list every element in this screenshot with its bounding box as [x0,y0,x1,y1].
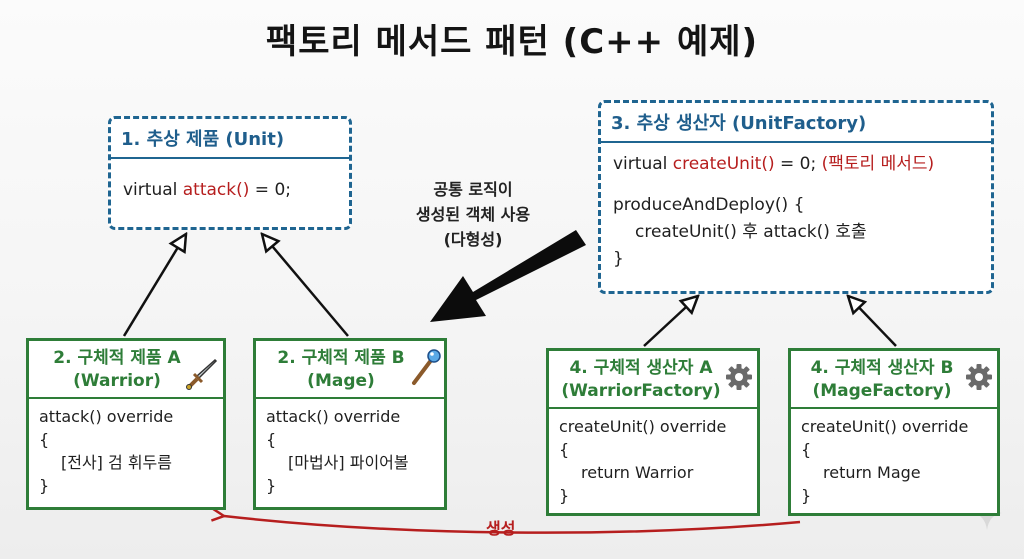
concrete-creator-a-header: 4. 구체적 생산자 A (WarriorFactory) [549,351,757,409]
header-line-1: 2. 구체적 제품 B [277,348,405,368]
header-line-1: 2. 구체적 제품 A [53,348,181,368]
inherit-arrow-mage [262,234,349,337]
method-content: [마법사] 파이어볼 [288,453,409,472]
note-line-3: (다형성) [443,230,503,249]
concrete-creator-a-box: 4. 구체적 생산자 A (WarriorFactory) createUnit… [546,348,760,516]
gear-icon [966,364,992,390]
concrete-product-b-box: 2. 구체적 제품 B (Mage) attack() override { [… [253,338,447,510]
factory-method-line: virtual createUnit() = 0; (팩토리 메서드) [613,151,979,178]
create-label: 생성 [486,519,516,538]
open-brace: { [559,440,570,459]
produce-deploy-body: createUnit() 후 attack() 호출 [635,222,867,242]
open-brace: { [266,430,277,449]
pure-virtual-suffix: = 0; [249,180,291,200]
abstract-creator-box: 3. 추상 생산자 (UnitFactory) virtual createUn… [598,100,994,294]
header-line-2: (MageFactory) [812,381,952,401]
concrete-product-a-box: 2. 구체적 제품 A (Warrior) attack() override … [26,338,226,510]
concrete-creator-a-body: createUnit() override { return Warrior } [549,409,757,513]
create-arrow [224,516,801,534]
abstract-product-header: 1. 추상 제품 (Unit) [111,119,349,159]
concrete-creator-b-header: 4. 구체적 생산자 B (MageFactory) [791,351,997,409]
page-title: 팩토리 메서드 패턴 (C++ 예제) [265,22,759,62]
attack-method: attack() [182,180,250,200]
note-line-1: 공통 로직이 [433,180,513,199]
concrete-product-a-body: attack() override { [전사] 검 휘두름 } [29,399,223,503]
close-brace: } [266,476,277,495]
pure-virtual-suffix: = 0; [774,154,817,174]
abstract-product-body: virtual attack() = 0; [111,159,349,210]
method-signature: createUnit() override [559,417,727,436]
concrete-product-b-body: attack() override { [마법사] 파이어볼 } [256,399,444,503]
method-signature: attack() override [39,407,174,426]
staff-icon [412,349,441,385]
method-content: return Warrior [581,463,694,482]
gear-icon [726,364,752,390]
method-content: [전사] 검 휘두름 [61,453,172,472]
header-line-2: (WarriorFactory) [561,381,721,401]
abstract-creator-header: 3. 추상 생산자 (UnitFactory) [601,103,991,143]
close-brace: } [801,486,812,505]
inherit-arrow-warrior-factory [643,296,698,347]
open-brace: { [39,430,50,449]
close-brace: } [39,476,50,495]
method-content: return Mage [823,463,921,482]
header-line-2: (Warrior) [73,371,161,391]
sword-icon [186,358,218,390]
inherit-arrow-mage-factory [848,296,897,347]
note-line-2: 생성된 객체 사용 [415,205,531,224]
create-unit-method: createUnit() [672,154,775,174]
concrete-creator-b-body: createUnit() override { return Mage } [791,409,997,513]
concrete-product-a-header: 2. 구체적 제품 A (Warrior) [29,341,223,399]
header-line-1: 4. 구체적 생산자 B [810,358,954,378]
abstract-product-box: 1. 추상 제품 (Unit) virtual attack() = 0; [108,116,352,230]
keyword-text: virtual [613,154,673,174]
closing-brace: } [613,249,624,269]
inherit-arrow-warrior [122,234,186,337]
header-line-2: (Mage) [307,371,375,391]
concrete-creator-b-box: 4. 구체적 생산자 B (MageFactory) createUnit() … [788,348,1000,516]
method-signature: attack() override [266,407,401,426]
factory-method-note: (팩토리 메서드) [821,154,935,174]
concrete-product-b-header: 2. 구체적 제품 B (Mage) [256,341,444,399]
abstract-creator-body: virtual createUnit() = 0; (팩토리 메서드) prod… [601,143,991,279]
method-signature: createUnit() override [801,417,969,436]
header-line-1: 4. 구체적 생산자 A [569,358,713,378]
produce-deploy-line: produceAndDeploy() { [613,195,805,215]
polymorphism-note: 공통 로직이 생성된 객체 사용 (다형성) [388,177,558,252]
open-brace: { [801,440,812,459]
keyword-text: virtual [123,180,183,200]
polymorphism-arrow [430,230,586,322]
close-brace: } [559,486,570,505]
